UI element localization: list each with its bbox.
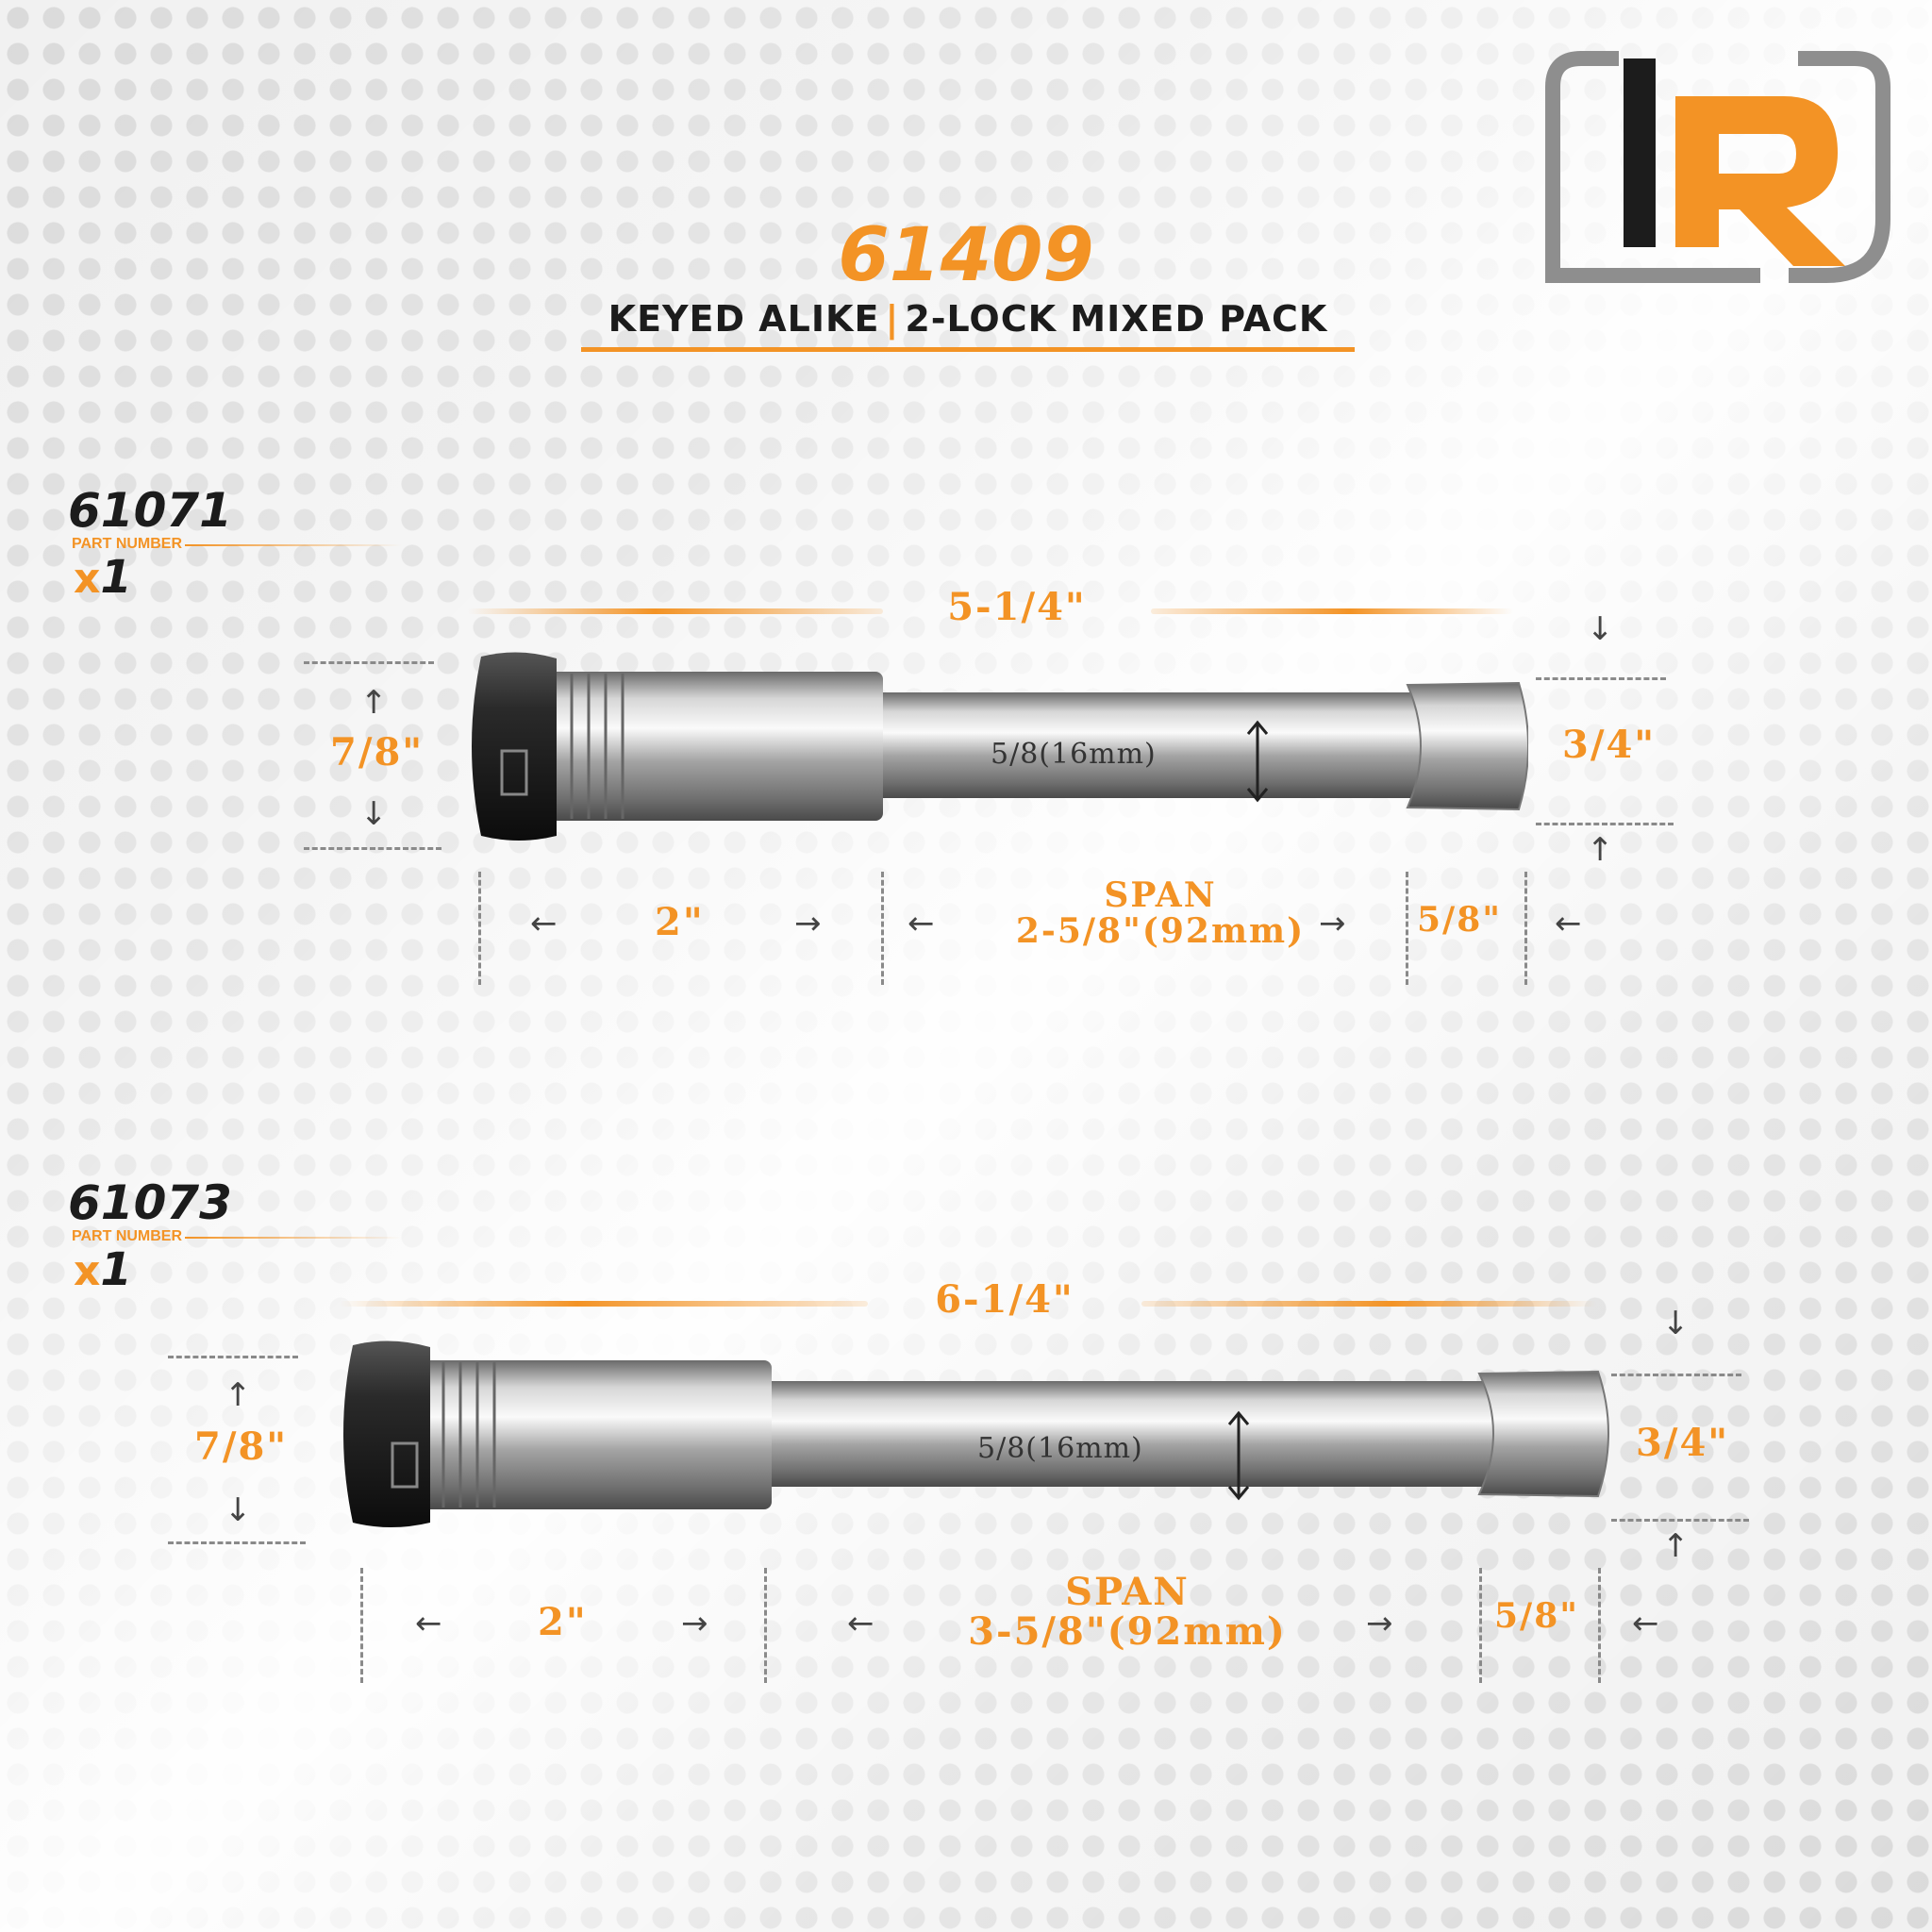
overall-length-2: 6-1/4": [935, 1277, 1074, 1322]
head-length-1: 2": [655, 900, 705, 944]
overall-length-line-right-1: [1151, 608, 1513, 614]
subtitle-keyed-alike: KEYED ALIKE: [608, 298, 880, 340]
span-label-1: SPAN: [1104, 875, 1217, 915]
length-guide-2b: [764, 1568, 767, 1683]
end-diameter-guide-bottom-1: [1536, 823, 1674, 825]
overall-length-1: 5-1/4": [947, 585, 1087, 629]
pin-diameter-1: 5/8(16mm): [991, 738, 1157, 771]
head-length-2: 2": [538, 1600, 588, 1644]
length-guide-2a: [360, 1568, 363, 1683]
arrow-down-icon: ↓: [1662, 1305, 1690, 1342]
head-diameter-guide-top-1: [304, 661, 434, 664]
arrow-down-icon: ↓: [360, 795, 388, 833]
length-guide-1c: [1406, 872, 1408, 985]
arrow-right-icon: →: [1319, 905, 1346, 942]
arrow-left-icon: ←: [1632, 1605, 1659, 1642]
arrow-right-icon: →: [681, 1605, 708, 1642]
part-number-rule-1: [185, 544, 402, 546]
arrow-left-icon: ←: [530, 905, 558, 942]
subtitle-separator: |: [885, 298, 900, 340]
part-number-label-1: PART NUMBER: [72, 536, 183, 552]
pack-number: 61409: [838, 213, 1094, 298]
head-diameter-guide-top-2: [168, 1356, 298, 1358]
arrow-left-icon: ←: [908, 905, 935, 942]
overall-length-line-right-2: [1141, 1301, 1596, 1307]
head-diameter-1: 7/8": [330, 730, 425, 774]
arrow-up-icon: ↑: [225, 1376, 252, 1414]
length-guide-2c: [1479, 1568, 1482, 1683]
part-number-2: 61073: [68, 1175, 232, 1230]
head-diameter-guide-bottom-2: [168, 1541, 306, 1544]
length-guide-1d: [1524, 872, 1527, 985]
part-number-label-2: PART NUMBER: [72, 1228, 183, 1244]
head-diameter-2: 7/8": [194, 1424, 289, 1469]
span-label-2: SPAN: [1065, 1570, 1190, 1614]
arrow-left-icon: ←: [415, 1605, 442, 1642]
end-diameter-guide-top-1: [1536, 677, 1666, 680]
span-value-1: 2-5/8"(92mm): [1015, 911, 1306, 951]
quantity-2: x1: [74, 1243, 132, 1296]
overall-length-line-left-1: [468, 608, 883, 614]
end-length-1: 5/8": [1417, 900, 1503, 940]
arrow-up-icon: ↑: [360, 684, 388, 722]
quantity-1: x1: [74, 551, 132, 604]
end-diameter-2: 3/4": [1636, 1421, 1730, 1465]
overall-length-line-left-2: [340, 1301, 868, 1307]
pack-subtitle: KEYED ALIKE|2-LOCK MIXED PACK: [581, 298, 1355, 340]
arrow-left-icon: ←: [847, 1605, 874, 1642]
arrow-up-icon: ↑: [1587, 831, 1614, 869]
hitch-pin-lock-image-2: [343, 1341, 1609, 1527]
arrow-down-icon: ↓: [225, 1491, 252, 1529]
pin-diameter-arrow-2: [1227, 1410, 1250, 1501]
arrow-down-icon: ↓: [1587, 610, 1614, 648]
span-value-2: 3-5/8"(92mm): [968, 1609, 1287, 1654]
subtitle-underline: [581, 347, 1355, 352]
part-number-1: 61071: [68, 483, 232, 538]
length-guide-2d: [1598, 1568, 1601, 1683]
end-diameter-guide-top-2: [1611, 1374, 1741, 1376]
lr-logo-icon: [1545, 51, 1890, 283]
head-diameter-guide-bottom-1: [304, 847, 441, 850]
arrow-right-icon: →: [794, 905, 822, 942]
length-guide-1b: [881, 872, 884, 985]
end-length-2: 5/8": [1494, 1596, 1580, 1636]
hitch-pin-lock-image-1: [472, 652, 1528, 841]
length-guide-1a: [478, 872, 481, 985]
arrow-up-icon: ↑: [1662, 1527, 1690, 1565]
pin-diameter-arrow-1: [1246, 720, 1269, 803]
arrow-left-icon: ←: [1555, 905, 1582, 942]
pin-diameter-2: 5/8(16mm): [977, 1432, 1143, 1465]
part-number-rule-2: [185, 1237, 402, 1239]
end-diameter-guide-bottom-2: [1611, 1519, 1749, 1522]
subtitle-mixed-pack: 2-LOCK MIXED PACK: [905, 298, 1328, 340]
arrow-right-icon: →: [1366, 1605, 1393, 1642]
end-diameter-1: 3/4": [1562, 723, 1657, 767]
